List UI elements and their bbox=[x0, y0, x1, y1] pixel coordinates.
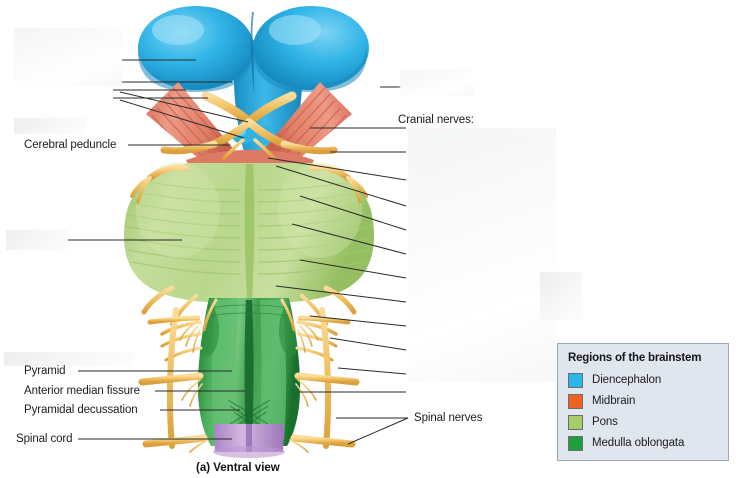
legend-label-diencephalon: Diencephalon bbox=[592, 374, 662, 386]
pons-region bbox=[123, 162, 375, 303]
spinal-nerves bbox=[138, 307, 360, 453]
redacted-label-bottom-left bbox=[4, 352, 134, 366]
legend-item-midbrain: Midbrain bbox=[568, 391, 720, 411]
legend-item-diencephalon: Diencephalon bbox=[568, 370, 720, 390]
leader-lines bbox=[48, 59, 430, 445]
label-anterior-median-fissure: Anterior median fissure bbox=[24, 385, 140, 397]
legend-label-pons: Pons bbox=[592, 416, 618, 428]
label-cranial-nerves-heading: Cranial nerves: bbox=[398, 114, 474, 126]
medulla-region bbox=[197, 298, 301, 446]
redacted-label-mid-left bbox=[6, 230, 68, 250]
redacted-label-right-extra bbox=[540, 272, 582, 320]
redacted-labels-right-block bbox=[408, 128, 556, 382]
legend-label-medulla-oblongata: Medulla oblongata bbox=[592, 437, 685, 449]
diencephalon-region bbox=[138, 6, 369, 166]
label-cerebral-peduncle: Cerebral peduncle bbox=[24, 139, 117, 151]
legend-item-pons: Pons bbox=[568, 412, 720, 432]
label-pyramid: Pyramid bbox=[24, 365, 66, 377]
legend-swatch-diencephalon bbox=[568, 372, 583, 388]
legend-swatch-midbrain bbox=[568, 393, 583, 409]
legend-swatch-medulla-oblongata bbox=[568, 435, 583, 451]
redacted-label-upper-left bbox=[14, 118, 86, 134]
redacted-label-top-right bbox=[400, 70, 474, 96]
label-spinal-cord: Spinal cord bbox=[16, 433, 73, 445]
figure-caption: (a) Ventral view bbox=[196, 462, 280, 474]
spinal-cord-region bbox=[213, 424, 285, 458]
redacted-label-top-left bbox=[14, 28, 122, 86]
legend-item-medulla-oblongata: Medulla oblongata bbox=[568, 433, 720, 453]
label-pyramidal-decussation: Pyramidal decussation bbox=[24, 404, 138, 416]
legend-panel: Regions of the brainstem Diencephalon Mi… bbox=[557, 343, 729, 461]
legend-label-midbrain: Midbrain bbox=[592, 395, 636, 407]
legend-swatch-pons bbox=[568, 414, 583, 430]
legend-title: Regions of the brainstem bbox=[568, 352, 702, 364]
label-spinal-nerves: Spinal nerves bbox=[414, 412, 483, 424]
